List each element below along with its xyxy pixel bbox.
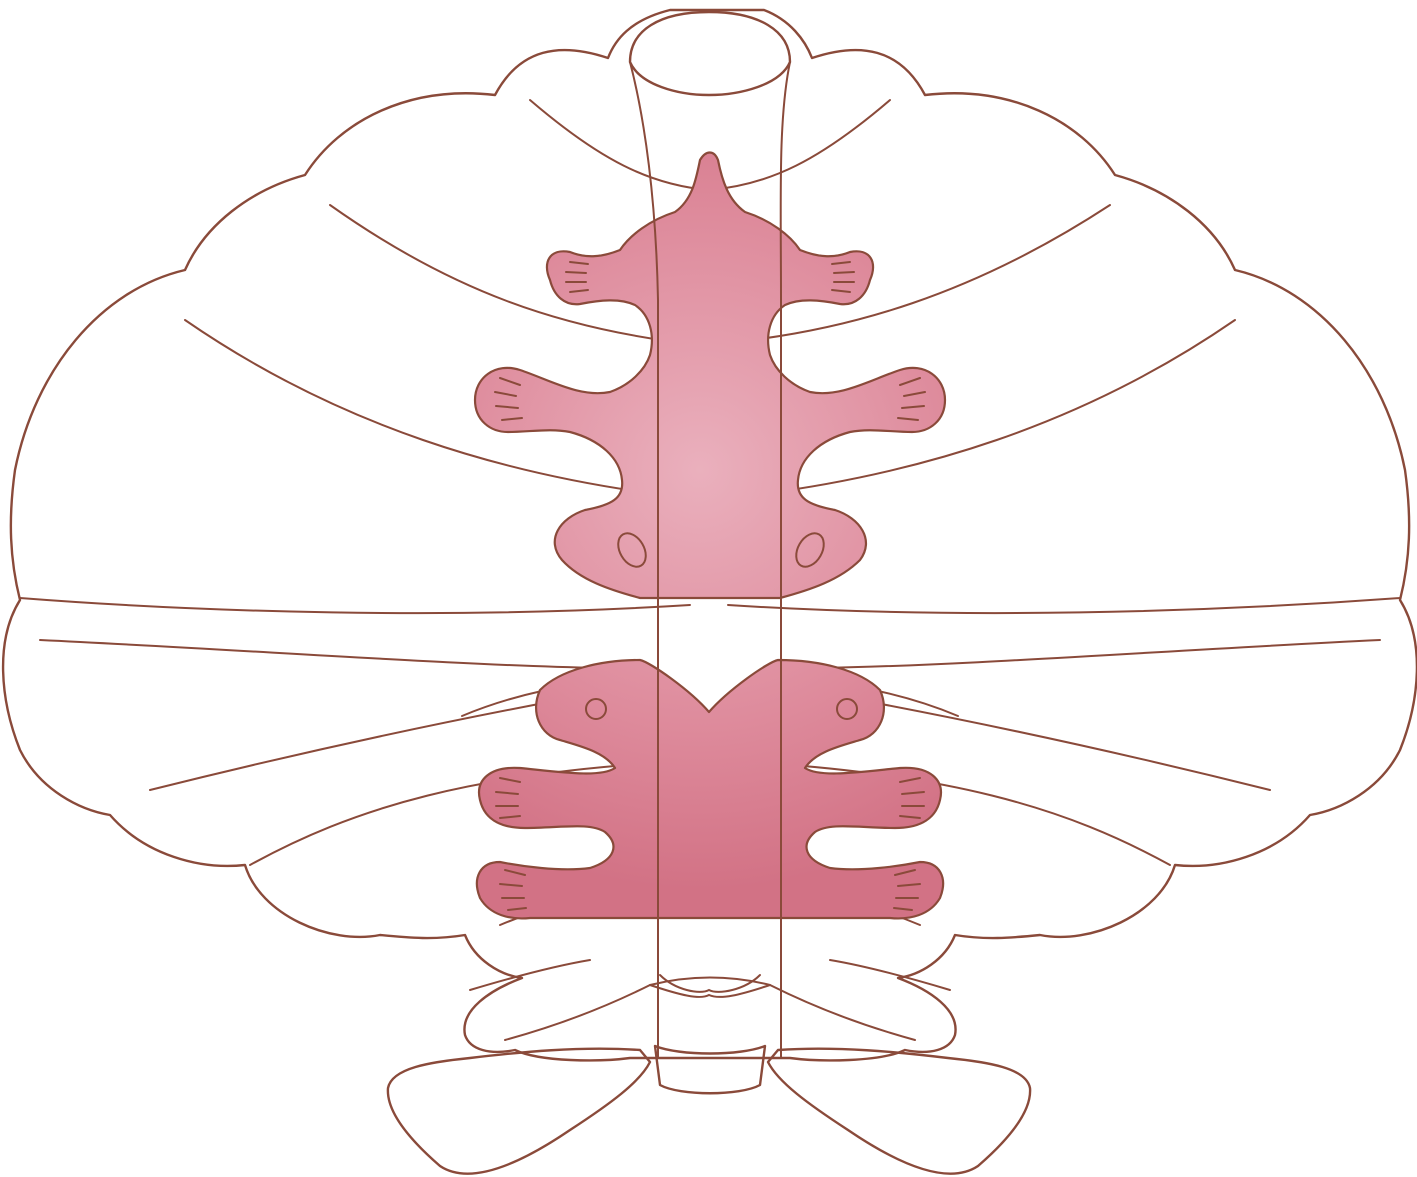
vermis-lingula [630, 12, 790, 95]
homunculus-posterior [477, 660, 943, 918]
nodulus [655, 1046, 765, 1093]
flocculonodular-lobe [388, 1046, 1030, 1174]
flocculus-right [768, 1049, 1030, 1174]
homunculus-posterior-body [477, 660, 943, 918]
flocculus-left [388, 1049, 650, 1174]
homunculus-anterior [475, 153, 945, 599]
homunculus-anterior-body [475, 153, 945, 599]
